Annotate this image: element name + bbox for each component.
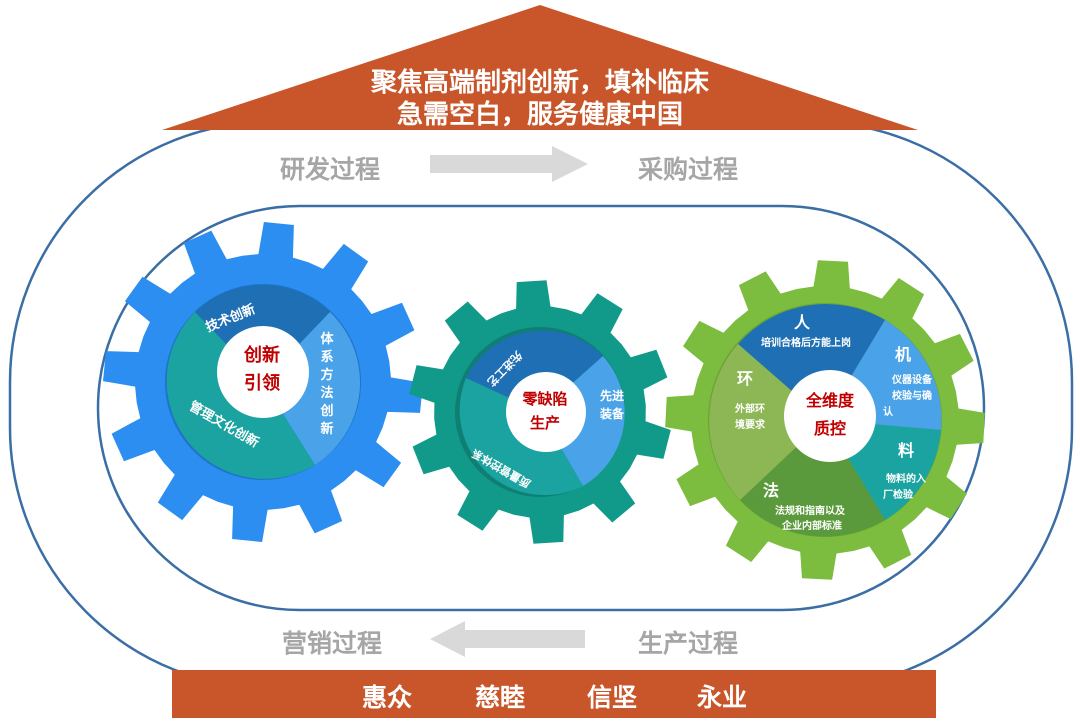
gear3-material-line2: 厂检验 (883, 488, 914, 501)
process-procurement: 采购过程 (638, 155, 739, 184)
base-word-3: 信坚 (587, 683, 638, 712)
gear3-environment-line1: 外部环 (734, 402, 765, 415)
gear3-machine-title: 机 (895, 345, 911, 364)
gear3-center-line2: 质控 (814, 419, 846, 438)
gear3-segment-law (740, 420, 885, 537)
gear3-material-title: 料 (898, 441, 914, 460)
gear3-environment-title: 环 (737, 369, 753, 388)
gear1-seg-right-text: 体 系 方 法 创 新 (319, 331, 334, 437)
gear3-person-text: 培训合格后方能上岗 (761, 336, 851, 349)
base-word-1: 惠众 (362, 683, 413, 712)
svg-text:体: 体 (320, 331, 334, 347)
gear2-segment-top (466, 330, 603, 412)
gear2-center-line2: 生产 (530, 414, 560, 432)
gear2-seg-right-line1: 先进 (600, 388, 624, 403)
gear-zero-defect: 零缺陷 生产 先进工艺 先进 装备 质量管控体系 (409, 280, 671, 544)
gear1-center (217, 326, 309, 418)
base-word-4: 永业 (697, 683, 748, 712)
gear3-environment-line2: 境要求 (735, 418, 766, 431)
gear3-law-line2: 企业内部标准 (781, 519, 842, 532)
gear2-center-line1: 零缺陷 (521, 390, 567, 408)
svg-text:方: 方 (320, 367, 333, 383)
roof-title-line1: 聚焦高端制剂创新，填补临床 (370, 68, 709, 98)
svg-text:创: 创 (319, 403, 333, 419)
process-production: 生产过程 (638, 629, 739, 658)
base-word-2: 慈睦 (475, 683, 526, 712)
gear-quality-control: 全维度 质控 人 培训合格后方能上岗 机 仪器设备 校验与确 认 料 物料的入 … (665, 260, 985, 580)
arrow-left-icon (430, 621, 585, 657)
gear3-segment-environment (709, 344, 825, 500)
base-bar (172, 670, 936, 718)
gear1-segment-right (263, 312, 360, 465)
gear3-center (784, 370, 876, 462)
gear2-center (506, 372, 586, 452)
svg-text:法: 法 (320, 385, 333, 401)
process-rd: 研发过程 (280, 155, 381, 184)
gear3-machine-line1: 仪器设备 (891, 373, 933, 386)
process-marketing: 营销过程 (282, 629, 383, 658)
gear3-law-title: 法 (763, 481, 779, 500)
gear3-machine-line2: 校验与确 (892, 389, 932, 402)
svg-text:新: 新 (320, 421, 333, 437)
gear3-segment-person (738, 304, 885, 420)
gear3-material-line1: 物料的入 (886, 472, 926, 485)
arrow-right-icon (430, 146, 588, 182)
gear3-law-line1: 法规和指南以及 (775, 504, 846, 517)
roof-title-line2: 急需空白，服务健康中国 (396, 100, 683, 130)
gear3-center-line1: 全维度 (805, 391, 855, 410)
roof-triangle (162, 5, 918, 130)
gear-innovation: 创新 引领 技术创新 体 系 方 法 创 新 管理文化创新 (103, 222, 423, 542)
gear2-seg-right-line2: 装备 (599, 406, 625, 421)
gear3-machine-line3: 认 (883, 405, 894, 418)
svg-text:系: 系 (320, 349, 333, 365)
gear1-center-line2: 引领 (244, 372, 280, 394)
inner-loop (96, 204, 986, 612)
gear1-center-line1: 创新 (243, 344, 280, 366)
gear3-person-title: 人 (794, 313, 811, 332)
